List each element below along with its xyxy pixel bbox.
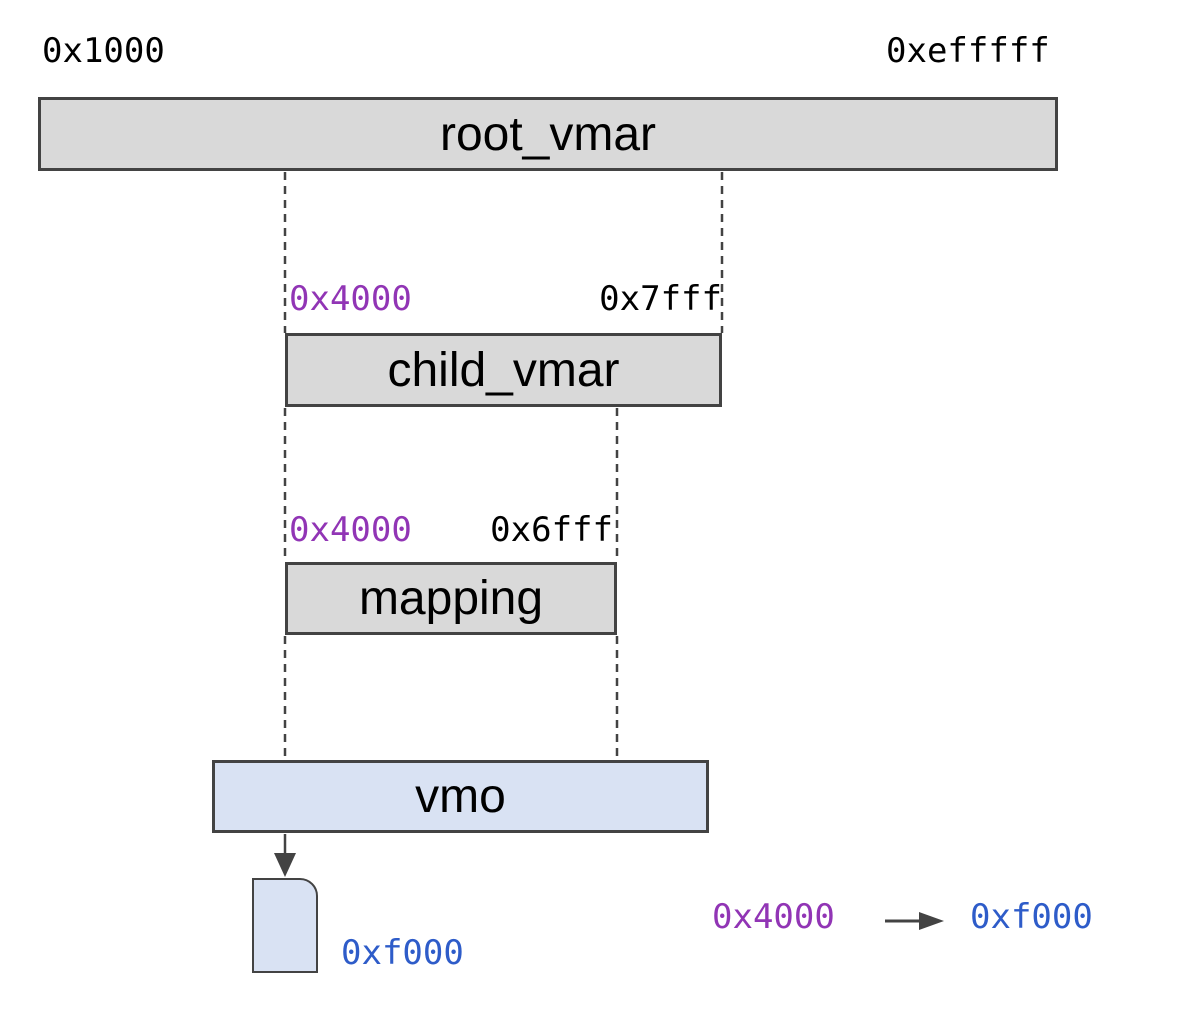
mapping-box: mapping <box>285 562 617 635</box>
root-vmar-label: root_vmar <box>439 107 657 161</box>
mapping-start-address: 0x4000 <box>289 510 412 550</box>
mapping-label: mapping <box>358 572 544 625</box>
child-end-address: 0x7fff <box>599 279 722 319</box>
dashed-guides <box>283 172 724 760</box>
child-vmar-label: child_vmar <box>387 343 620 397</box>
child-start-address: 0x4000 <box>289 279 412 319</box>
arrow-down-icon <box>274 834 296 877</box>
translation-from-address: 0x4000 <box>712 897 835 937</box>
root-vmar-box: root_vmar <box>38 97 1058 171</box>
vmo-box: vmo <box>212 760 709 833</box>
root-start-address: 0x1000 <box>42 31 165 71</box>
page-address: 0xf000 <box>341 933 464 973</box>
physical-page-shape <box>252 878 318 973</box>
mapping-end-address: 0x6fff <box>490 510 613 550</box>
root-end-address: 0xefffff <box>886 31 1050 71</box>
vmo-label: vmo <box>415 770 506 823</box>
translation-to-address: 0xf000 <box>970 897 1093 937</box>
arrow-right-icon <box>885 912 944 930</box>
child-vmar-box: child_vmar <box>285 333 722 407</box>
